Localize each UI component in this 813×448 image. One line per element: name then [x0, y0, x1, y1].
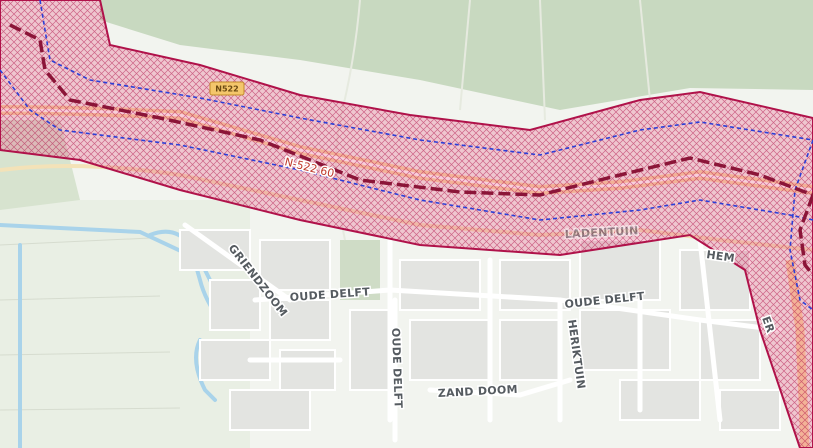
street-label-oude-delft-vertical: OUDE DELFT — [389, 328, 405, 409]
residential-blocks — [179, 229, 781, 431]
field-boundaries — [0, 237, 181, 411]
route-centerline-east — [798, 194, 813, 277]
road-shield: N522 — [209, 81, 245, 96]
route-centerline — [9, 23, 813, 197]
offset-line-north — [39, 0, 813, 156]
street-network — [182, 222, 783, 443]
forest-area — [100, 0, 813, 110]
road-shield-text: N522 — [215, 85, 238, 94]
street-label-zand-doom: ZAND DOOM — [437, 383, 518, 400]
street-label-hem: HEM — [706, 248, 736, 265]
offset-line-south — [0, 69, 813, 221]
street-label-ladentuin: LADENTUIN — [564, 224, 638, 241]
offset-line-east — [789, 139, 813, 311]
